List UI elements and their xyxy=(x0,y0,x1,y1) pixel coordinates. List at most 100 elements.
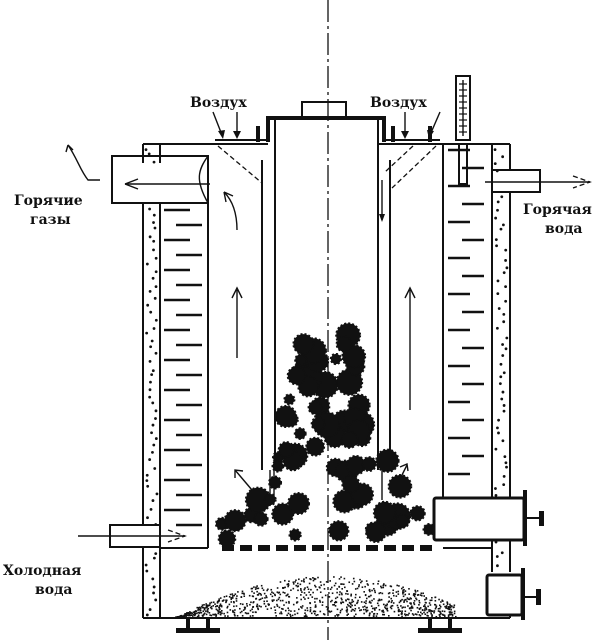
insulation-dot xyxy=(499,375,503,379)
ash-particle xyxy=(283,592,286,594)
ash-particle xyxy=(358,584,360,586)
ash-particle xyxy=(408,593,410,595)
ash-particle xyxy=(342,601,345,604)
ash-particle xyxy=(320,584,323,587)
ash-particle xyxy=(356,602,358,605)
insulation-dot xyxy=(148,458,152,461)
ash-particle xyxy=(339,609,342,612)
ash-particle xyxy=(241,610,243,613)
ash-particle xyxy=(352,600,355,603)
ash-particle xyxy=(348,601,351,604)
ash-particle xyxy=(334,615,336,617)
ash-particle xyxy=(343,577,346,580)
insulation-dot xyxy=(500,397,504,401)
ash-particle xyxy=(213,613,216,616)
ash-particle xyxy=(301,607,303,609)
ash-particle xyxy=(253,586,255,588)
ash-particle xyxy=(363,605,366,608)
ash-particle xyxy=(372,613,375,615)
ash-particle xyxy=(248,594,251,597)
ash-particle xyxy=(175,616,177,619)
ash-particle xyxy=(203,608,206,610)
ash-particle xyxy=(400,587,403,590)
insulation-dot xyxy=(152,221,155,224)
ash-particle xyxy=(424,606,427,608)
ash-particle xyxy=(289,615,292,618)
ash-particle xyxy=(208,612,211,614)
insulation-dot xyxy=(154,552,158,556)
ash-particle xyxy=(221,600,224,602)
ash-particle xyxy=(257,587,260,590)
fuel-bed xyxy=(214,322,436,549)
ash-particle xyxy=(346,598,349,600)
ash-particle xyxy=(386,608,388,611)
label-air-left: Воздух xyxy=(190,95,247,111)
insulation-dot xyxy=(149,310,153,314)
fuel-lump xyxy=(305,436,326,457)
ash-particle xyxy=(438,604,441,607)
insulation-dot xyxy=(154,437,158,440)
ash-particle xyxy=(383,613,386,616)
insulation-dot xyxy=(151,451,154,454)
ash-particle xyxy=(179,615,181,618)
insulation-dot xyxy=(152,591,155,595)
insulation-dot xyxy=(149,507,153,511)
ash-particle xyxy=(299,583,302,586)
ash-particle xyxy=(314,610,317,613)
ash-particle xyxy=(348,605,350,607)
ash-particle xyxy=(453,604,456,607)
insulation-dot xyxy=(504,461,508,465)
ash-particle xyxy=(210,614,213,617)
ash-particle xyxy=(297,589,299,592)
ash-particle xyxy=(319,601,321,603)
ash-particle xyxy=(229,593,232,596)
insulation-dot xyxy=(148,235,152,239)
ash-particle xyxy=(424,609,426,612)
ash-particle xyxy=(405,598,407,601)
ash-particle xyxy=(434,604,437,606)
ash-particle xyxy=(289,613,291,616)
ash-particle xyxy=(271,599,274,602)
ash-particle xyxy=(287,582,290,585)
ash-particle xyxy=(449,603,451,606)
ash-particle xyxy=(435,606,437,609)
ash-particle xyxy=(439,607,441,610)
ash-particle xyxy=(429,609,432,611)
ash-particle xyxy=(435,605,438,608)
insulation-dot xyxy=(497,307,501,310)
ash-particle xyxy=(354,607,357,610)
ash-particle xyxy=(365,602,367,605)
ash-particle xyxy=(219,597,222,599)
ash-particle xyxy=(219,603,222,606)
ash-particle xyxy=(196,612,198,615)
insulation-dot xyxy=(499,362,503,366)
ash-particle xyxy=(407,598,410,600)
ash-particle xyxy=(214,603,216,605)
ash-particle xyxy=(411,613,414,615)
ash-particle xyxy=(407,605,409,607)
ash-particle xyxy=(430,599,433,602)
insulation-dot xyxy=(494,238,498,242)
ash-particle xyxy=(298,578,300,581)
ash-particle xyxy=(351,599,354,601)
ash-particle xyxy=(294,581,296,583)
ash-particle xyxy=(210,605,213,608)
ash-particle xyxy=(346,606,348,608)
ash-particle xyxy=(203,612,206,615)
ash-particle xyxy=(244,612,247,614)
ash-particle xyxy=(305,576,308,579)
ash-particle xyxy=(309,606,312,609)
ash-particle xyxy=(311,596,314,598)
ash-particle xyxy=(219,613,222,615)
ash-particle xyxy=(371,599,373,602)
ash-particle xyxy=(427,615,429,617)
ash-particle xyxy=(309,610,312,613)
ash-particle xyxy=(306,586,309,589)
ash-particle xyxy=(396,604,399,607)
ash-particle xyxy=(194,614,196,617)
ash-particle xyxy=(378,599,381,602)
ash-particle xyxy=(377,580,380,583)
ash-particle xyxy=(402,592,404,595)
ash-particle xyxy=(288,609,290,612)
insulation-dot xyxy=(144,148,148,152)
